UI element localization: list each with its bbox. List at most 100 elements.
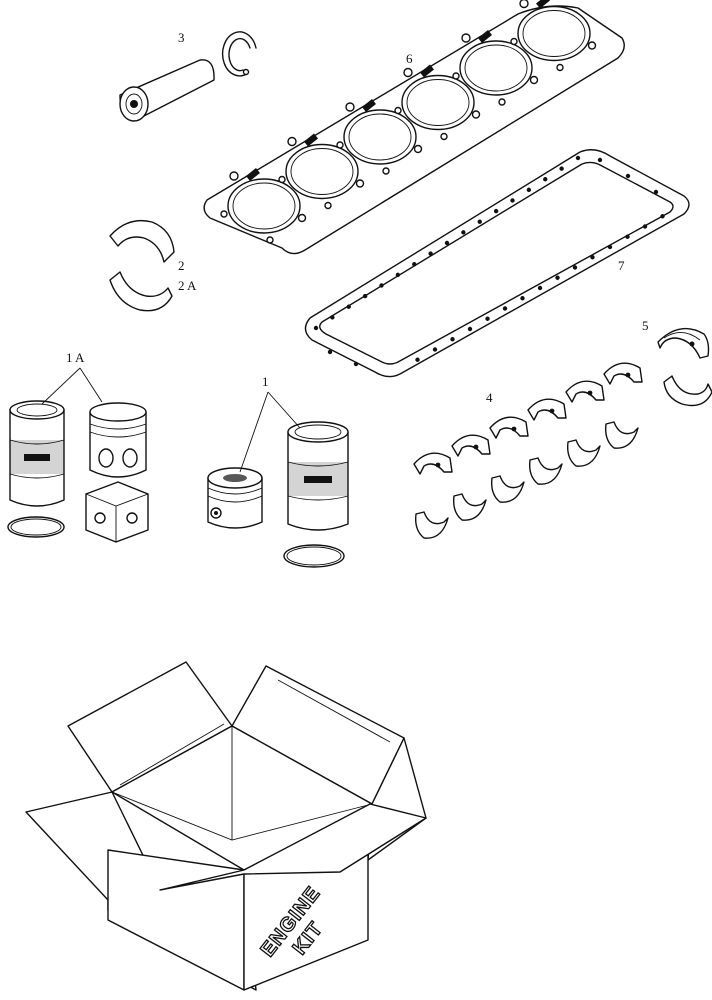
oil-hole [549, 408, 555, 414]
water-passage [382, 167, 390, 175]
callout-2a: 2 A [178, 278, 197, 293]
cylinder-bore [401, 74, 475, 131]
pan-bolt-hole [607, 244, 613, 250]
pan-bolt-hole [660, 214, 665, 219]
pan-bolt-hole [362, 293, 368, 299]
pan-bolt-hole [510, 198, 515, 203]
main-bearing-lower [566, 439, 601, 467]
cylinder-bore [227, 178, 301, 234]
oil-slot [304, 133, 318, 147]
water-passage [394, 106, 402, 115]
oil-slot [536, 0, 550, 9]
pan-bolt-hole [653, 189, 659, 195]
main-bearing-lower [490, 475, 525, 503]
callout-2: 2 [178, 258, 185, 273]
pan-bolt-hole [625, 173, 631, 179]
water-passage [556, 63, 564, 72]
pan-bolt-hole [526, 187, 532, 193]
bolt-hole [287, 136, 297, 147]
pan-bolt-hole [428, 251, 433, 256]
main-bearing-upper [451, 434, 491, 457]
pan-bolt-hole [467, 326, 473, 332]
cylinder-liner-1a [9, 400, 65, 507]
oil-slot [246, 168, 260, 181]
water-passage [510, 37, 518, 46]
main-bearing-lower [528, 457, 563, 485]
pan-bolt-hole [537, 285, 543, 291]
callout-1a: 1 A [66, 350, 85, 365]
water-passage [452, 72, 460, 80]
callout-3: 3 [178, 30, 185, 45]
water-passage [220, 210, 228, 218]
pan-bolt-hole [625, 234, 630, 239]
cylinder-bore-edge [290, 148, 354, 195]
bolt-hole [355, 179, 365, 188]
main-bearing-upper [527, 398, 567, 421]
bolt-hole [297, 213, 307, 223]
pan-bolt-hole [313, 325, 319, 331]
conrod-bearing-upper [109, 219, 175, 263]
bolt-hole [345, 102, 355, 112]
bolt-hole [229, 171, 239, 181]
thrust-bearing-upper [657, 327, 710, 359]
oil-pan-gasket [304, 149, 690, 378]
callout-1: 1 [262, 374, 269, 389]
oil-slot [478, 30, 492, 43]
cylinder-bore-edge [232, 182, 296, 230]
callout-4: 4 [486, 390, 493, 405]
liner-seal-ring-1 [283, 544, 345, 568]
callout-7: 7 [618, 258, 625, 273]
oil-hole [587, 390, 593, 396]
engine-kit-box: ENGINE KIT [25, 661, 427, 991]
callout-1a-leader [41, 367, 103, 405]
cylinder-bore-edge [522, 10, 586, 57]
oil-slot [420, 64, 434, 78]
bolt-hole [471, 110, 481, 119]
callout-5: 5 [642, 318, 649, 333]
cylinder-liner-1 [287, 421, 349, 531]
pan-bolt-hole [412, 262, 417, 267]
pan-bolt-hole [330, 315, 335, 320]
pan-bolt-hole [543, 177, 548, 182]
callout-6: 6 [406, 51, 413, 66]
cylinder-bore-edge [406, 79, 470, 126]
cylinder-bore-edge [464, 44, 528, 92]
pan-bolt-hole [415, 357, 420, 362]
oil-hole [473, 444, 479, 450]
pan-bolt-hole [559, 166, 564, 171]
pan-bolt-hole [555, 275, 560, 280]
pan-bolt-hole [444, 240, 450, 246]
pan-bolt-hole [395, 272, 401, 278]
cylinder-bore [517, 5, 591, 62]
piston-1a [89, 402, 147, 478]
snap-ring [221, 31, 257, 77]
bolt-hole [529, 75, 539, 85]
pan-bolt-hole [353, 361, 359, 367]
water-passage [266, 236, 274, 244]
pan-bolt-hole [477, 219, 482, 224]
main-bearing-lower [452, 493, 487, 521]
bolt-hole [413, 144, 423, 154]
oil-hole [511, 426, 517, 432]
conrod-bearing-lower [109, 271, 173, 312]
cylinder-bore [285, 143, 359, 200]
pan-bolt-hole [572, 265, 578, 270]
pan-bolt-hole [379, 283, 384, 288]
pan-bolt-hole [642, 224, 648, 229]
oil-hole [625, 372, 631, 378]
main-bearing-upper [489, 416, 529, 439]
piston-1 [207, 467, 263, 529]
callout-1-leader [239, 391, 301, 473]
pan-bolt-hole [327, 349, 333, 355]
main-bearing-upper [413, 452, 453, 475]
pan-bolt-hole [450, 337, 455, 342]
piston-pin [119, 59, 215, 122]
bolt-hole [403, 67, 413, 78]
pan-bolt-hole [432, 347, 438, 352]
thrust-bearing-lower [663, 375, 712, 407]
head-gasket [203, 0, 625, 255]
main-bearing-upper [603, 362, 643, 385]
pan-bolt-hole [597, 157, 603, 163]
main-bearing-set [413, 362, 643, 539]
